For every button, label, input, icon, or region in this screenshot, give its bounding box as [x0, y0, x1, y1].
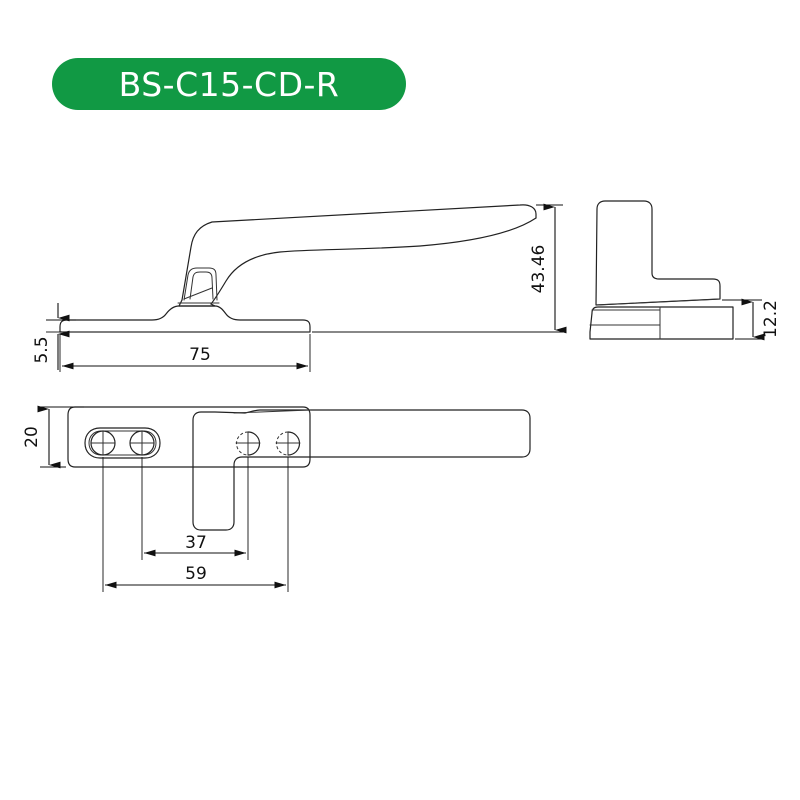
dimension-5-5: 5.5 [32, 303, 76, 370]
dimension-37-label: 37 [185, 533, 207, 553]
dimension-43-46-label: 43.46 [529, 245, 549, 294]
lever-underside-outline [210, 217, 537, 305]
dimension-12-2-label: 12.2 [761, 300, 781, 338]
dimension-75: 75 [59, 334, 311, 372]
dimension-37: 37 [141, 457, 249, 560]
dimension-12-2: 12.2 [722, 298, 781, 341]
screw-hole-1-cross [90, 430, 116, 456]
right-end-view [589, 200, 734, 340]
fixing-hole-3-cross [235, 431, 261, 456]
lever-outline [181, 204, 537, 301]
end-view-base-outline [589, 306, 734, 340]
dimension-5-5-label: 5.5 [32, 336, 52, 363]
product-code-badge: BS-C15-CD-R [52, 58, 406, 110]
dimension-59: 59 [102, 457, 289, 592]
dimension-20: 20 [22, 405, 84, 469]
dimension-59-label: 59 [185, 564, 207, 584]
plan-base-plate-outline [67, 406, 311, 468]
boss-chamfer-line [183, 287, 213, 300]
plan-lever-neck-line [233, 409, 311, 414]
fixing-hole-4-cross [275, 431, 301, 456]
plan-lever-bar-outline [192, 409, 531, 531]
dimension-20-label: 20 [22, 426, 42, 448]
oblong-slot-outline [84, 427, 161, 459]
boss-cap-detail [183, 267, 218, 301]
front-elevation-view [59, 204, 537, 333]
product-code-label: BS-C15-CD-R [118, 64, 340, 104]
end-view-body-outline [595, 200, 721, 306]
dimension-43-46: 43.46 [312, 203, 567, 334]
screw-hole-2-cross [129, 430, 155, 456]
base-plate-outline [59, 305, 311, 333]
end-view-seat-line [595, 298, 721, 306]
plan-view [67, 406, 531, 531]
boss-inner-detail [189, 271, 214, 300]
dimension-75-label: 75 [189, 345, 211, 365]
